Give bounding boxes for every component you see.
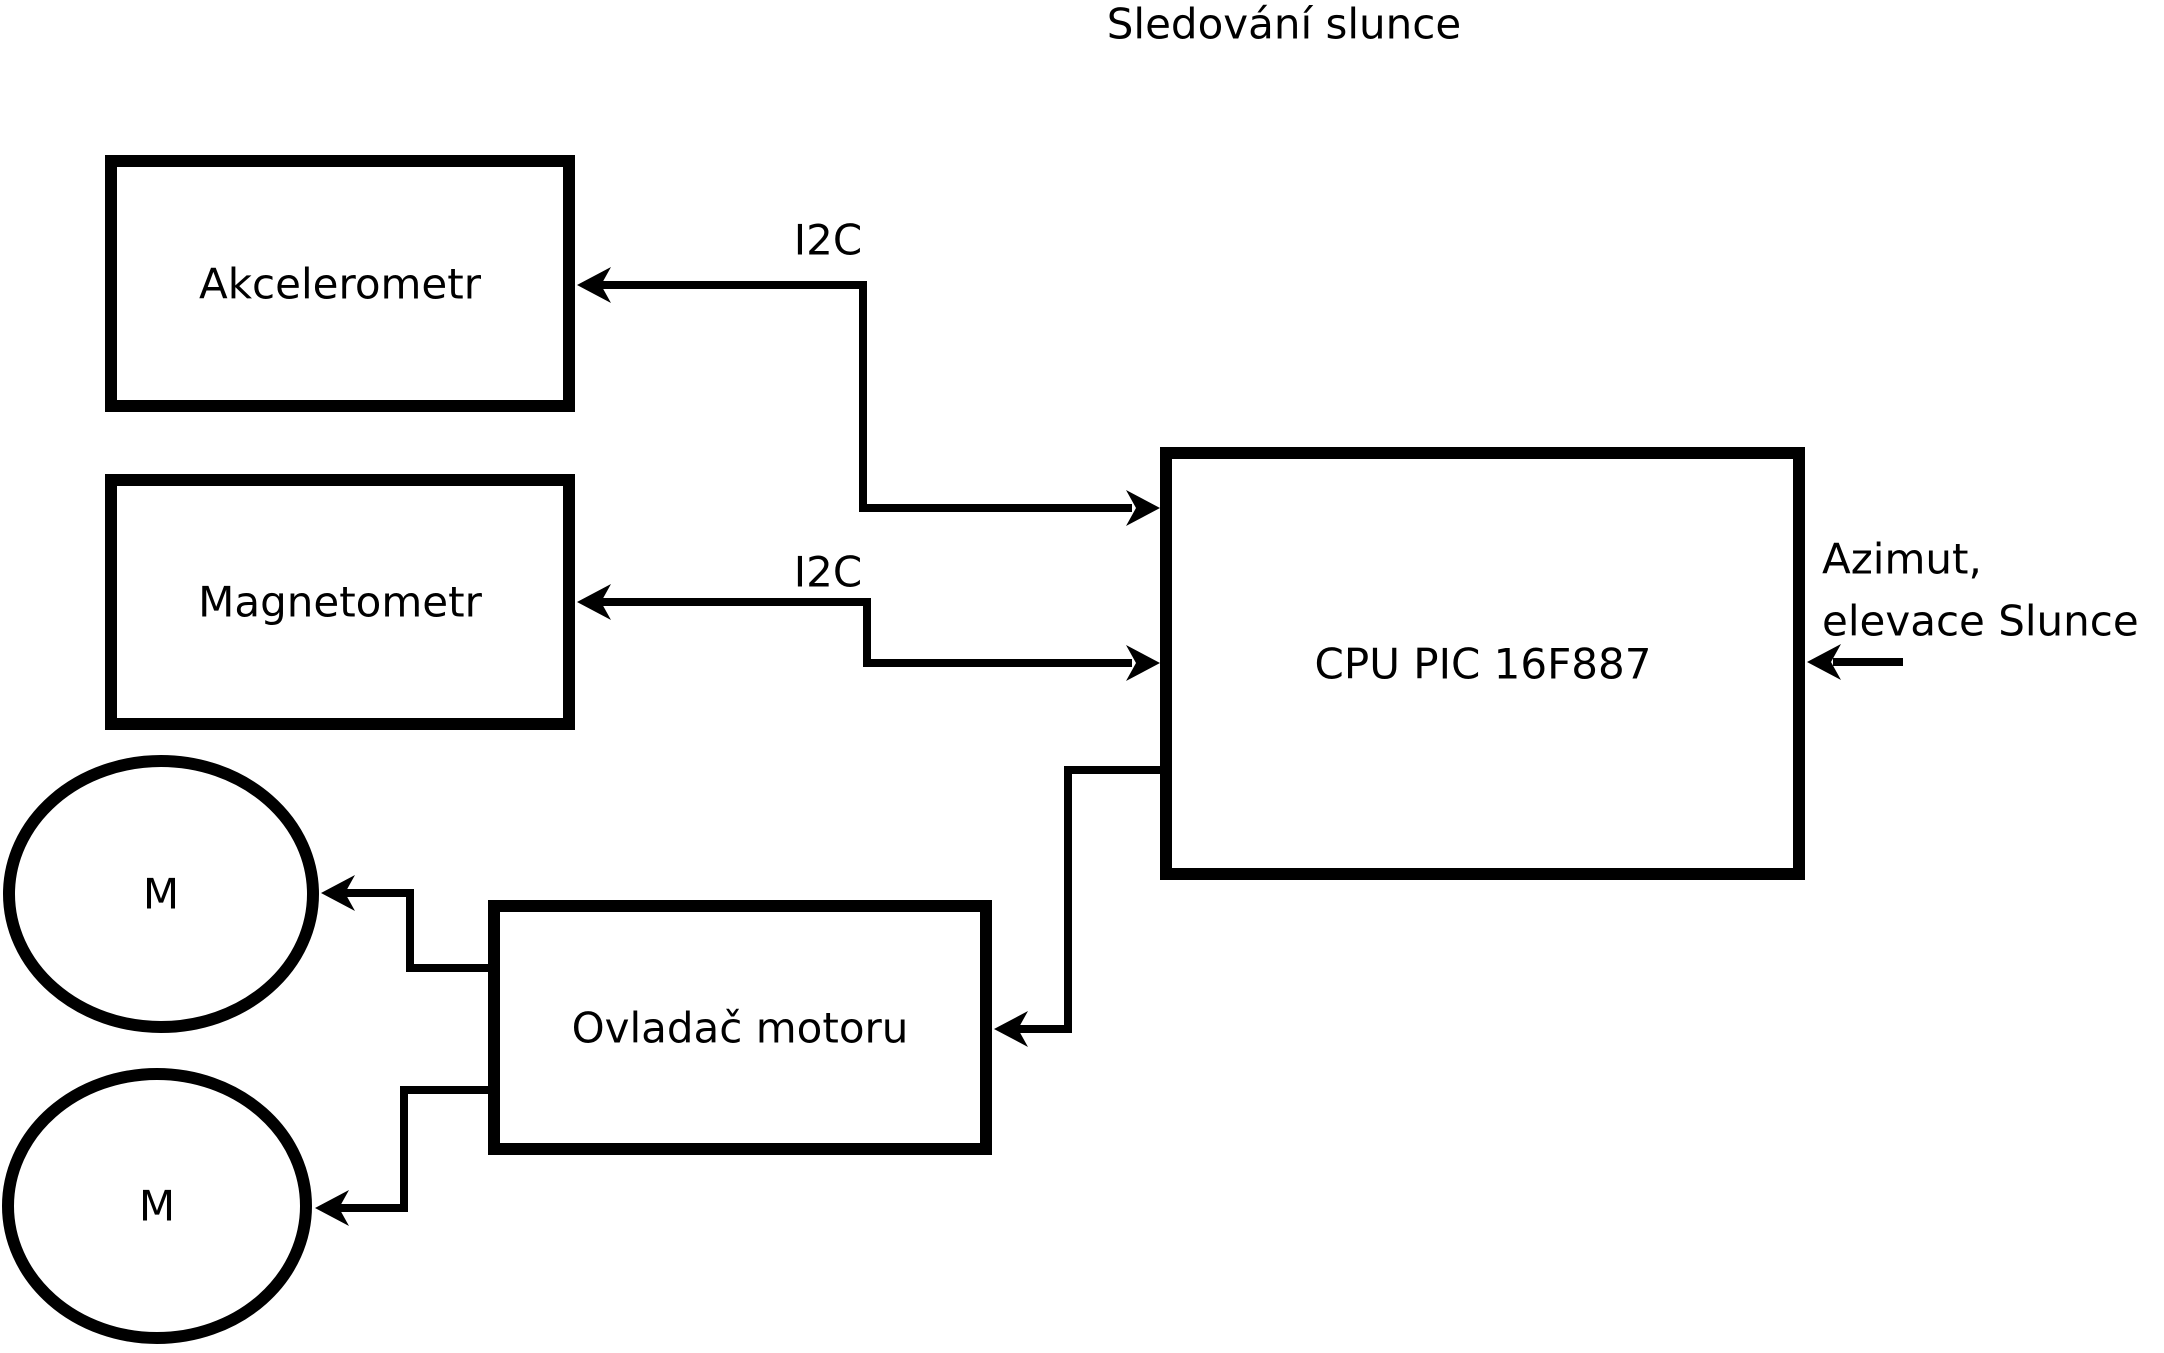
magnetometr-label: Magnetometr [198,578,482,627]
motor-1-label: M [143,870,179,919]
motor-driver-label: Ovladač motoru [572,1004,909,1053]
wire-i2c-magnetometr [601,598,1132,667]
labels: Sledování slunce Akcelerometr Magnetomet… [139,0,2139,1231]
wire-driver-to-motor-1 [345,889,492,972]
diagram-title: Sledování slunce [1107,0,1461,49]
arrowhead-into-motor-2 [315,1190,349,1226]
cpu-box [1160,447,1805,880]
motor-2-circle [2,1068,312,1344]
akcelerometr-label: Akcelerometr [199,260,482,309]
arrowhead-into-cpu-top [1126,490,1160,526]
motor-1-circle [3,755,319,1033]
arrowhead-into-motor-1 [321,875,355,911]
azimut-label-line1: Azimut, [1822,535,1982,584]
arrowhead-into-motor-driver [994,1011,1028,1047]
i2c-label-akcelerometr: I2C [794,216,862,265]
akcelerometr-box [105,155,575,412]
arrowhead-into-akcelerometr [577,267,611,303]
motor-driver-box [488,900,992,1155]
wire-i2c-akcelerometr [601,281,1132,512]
wire-cpu-to-motor-driver [1018,766,1163,1033]
arrowhead-azimut-into-cpu [1807,644,1841,680]
block-shapes [2,155,1805,1344]
arrowheads [315,267,1841,1226]
magnetometr-box [105,474,575,730]
i2c-label-magnetometr: I2C [794,548,862,597]
cpu-label: CPU PIC 16F887 [1315,640,1652,689]
wires [339,281,1903,1212]
motor-2-label: M [139,1182,175,1231]
azimut-label-line2: elevace Slunce [1822,597,2139,646]
arrowhead-into-magnetometr [577,584,611,620]
wire-driver-to-motor-2 [339,1086,492,1212]
arrowhead-into-cpu-middle [1126,645,1160,681]
